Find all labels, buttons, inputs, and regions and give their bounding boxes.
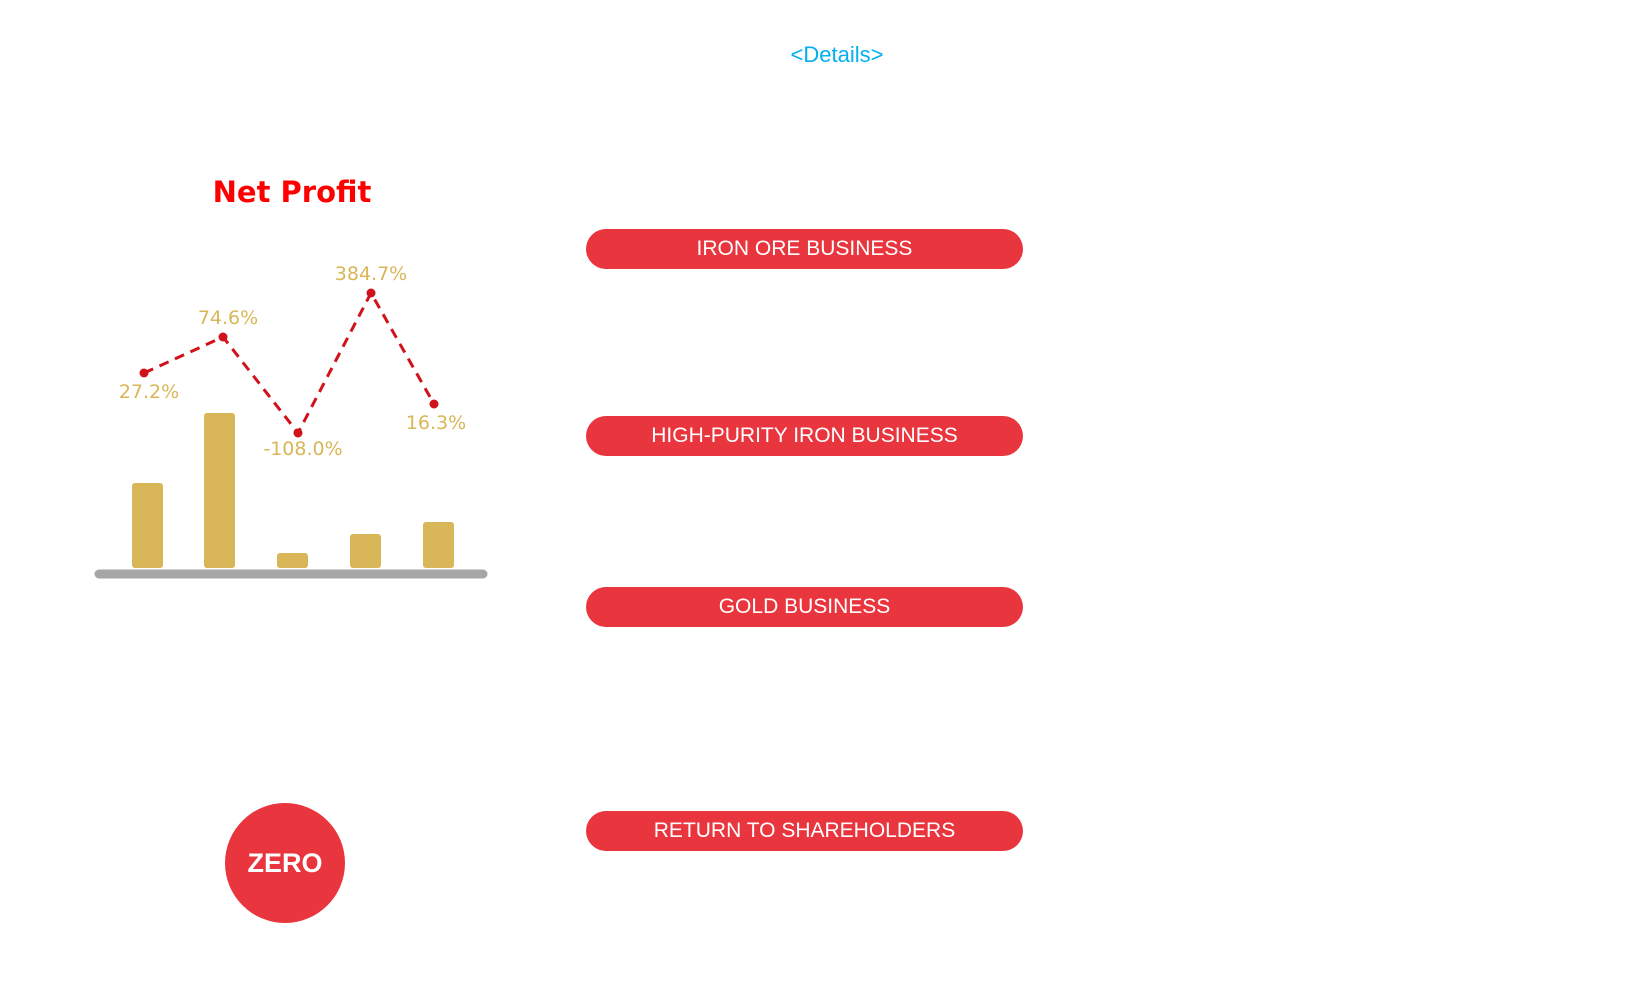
zero-badge: ZERO [225, 803, 345, 923]
growth-label: 74.6% [198, 307, 258, 329]
bar [277, 553, 308, 568]
high-purity-iron-business-button[interactable]: HIGH-PURITY IRON BUSINESS [586, 416, 1023, 456]
details-link[interactable]: <Details> [790, 42, 884, 67]
bar [204, 413, 235, 568]
growth-point [218, 332, 228, 342]
growth-point [429, 399, 439, 409]
bar [132, 483, 163, 568]
bar [350, 534, 381, 568]
growth-label: 27.2% [119, 381, 179, 403]
growth-label: 384.7% [335, 263, 407, 285]
net-profit-chart: Net Profit 27.2% 74.6% -108.0% 384.7% 16.3% [94, 175, 488, 579]
growth-point [139, 368, 149, 378]
chart-title: Net Profit [213, 175, 372, 209]
growth-point [366, 288, 376, 298]
growth-point [293, 428, 303, 438]
growth-line [143, 289, 436, 436]
growth-label: -108.0% [263, 438, 342, 460]
return-to-shareholders-button[interactable]: RETURN TO SHAREHOLDERS [586, 811, 1023, 851]
gold-business-button[interactable]: GOLD BUSINESS [586, 587, 1023, 627]
growth-label: 16.3% [406, 412, 466, 434]
bar [423, 522, 454, 568]
iron-ore-business-button[interactable]: IRON ORE BUSINESS [586, 229, 1023, 269]
